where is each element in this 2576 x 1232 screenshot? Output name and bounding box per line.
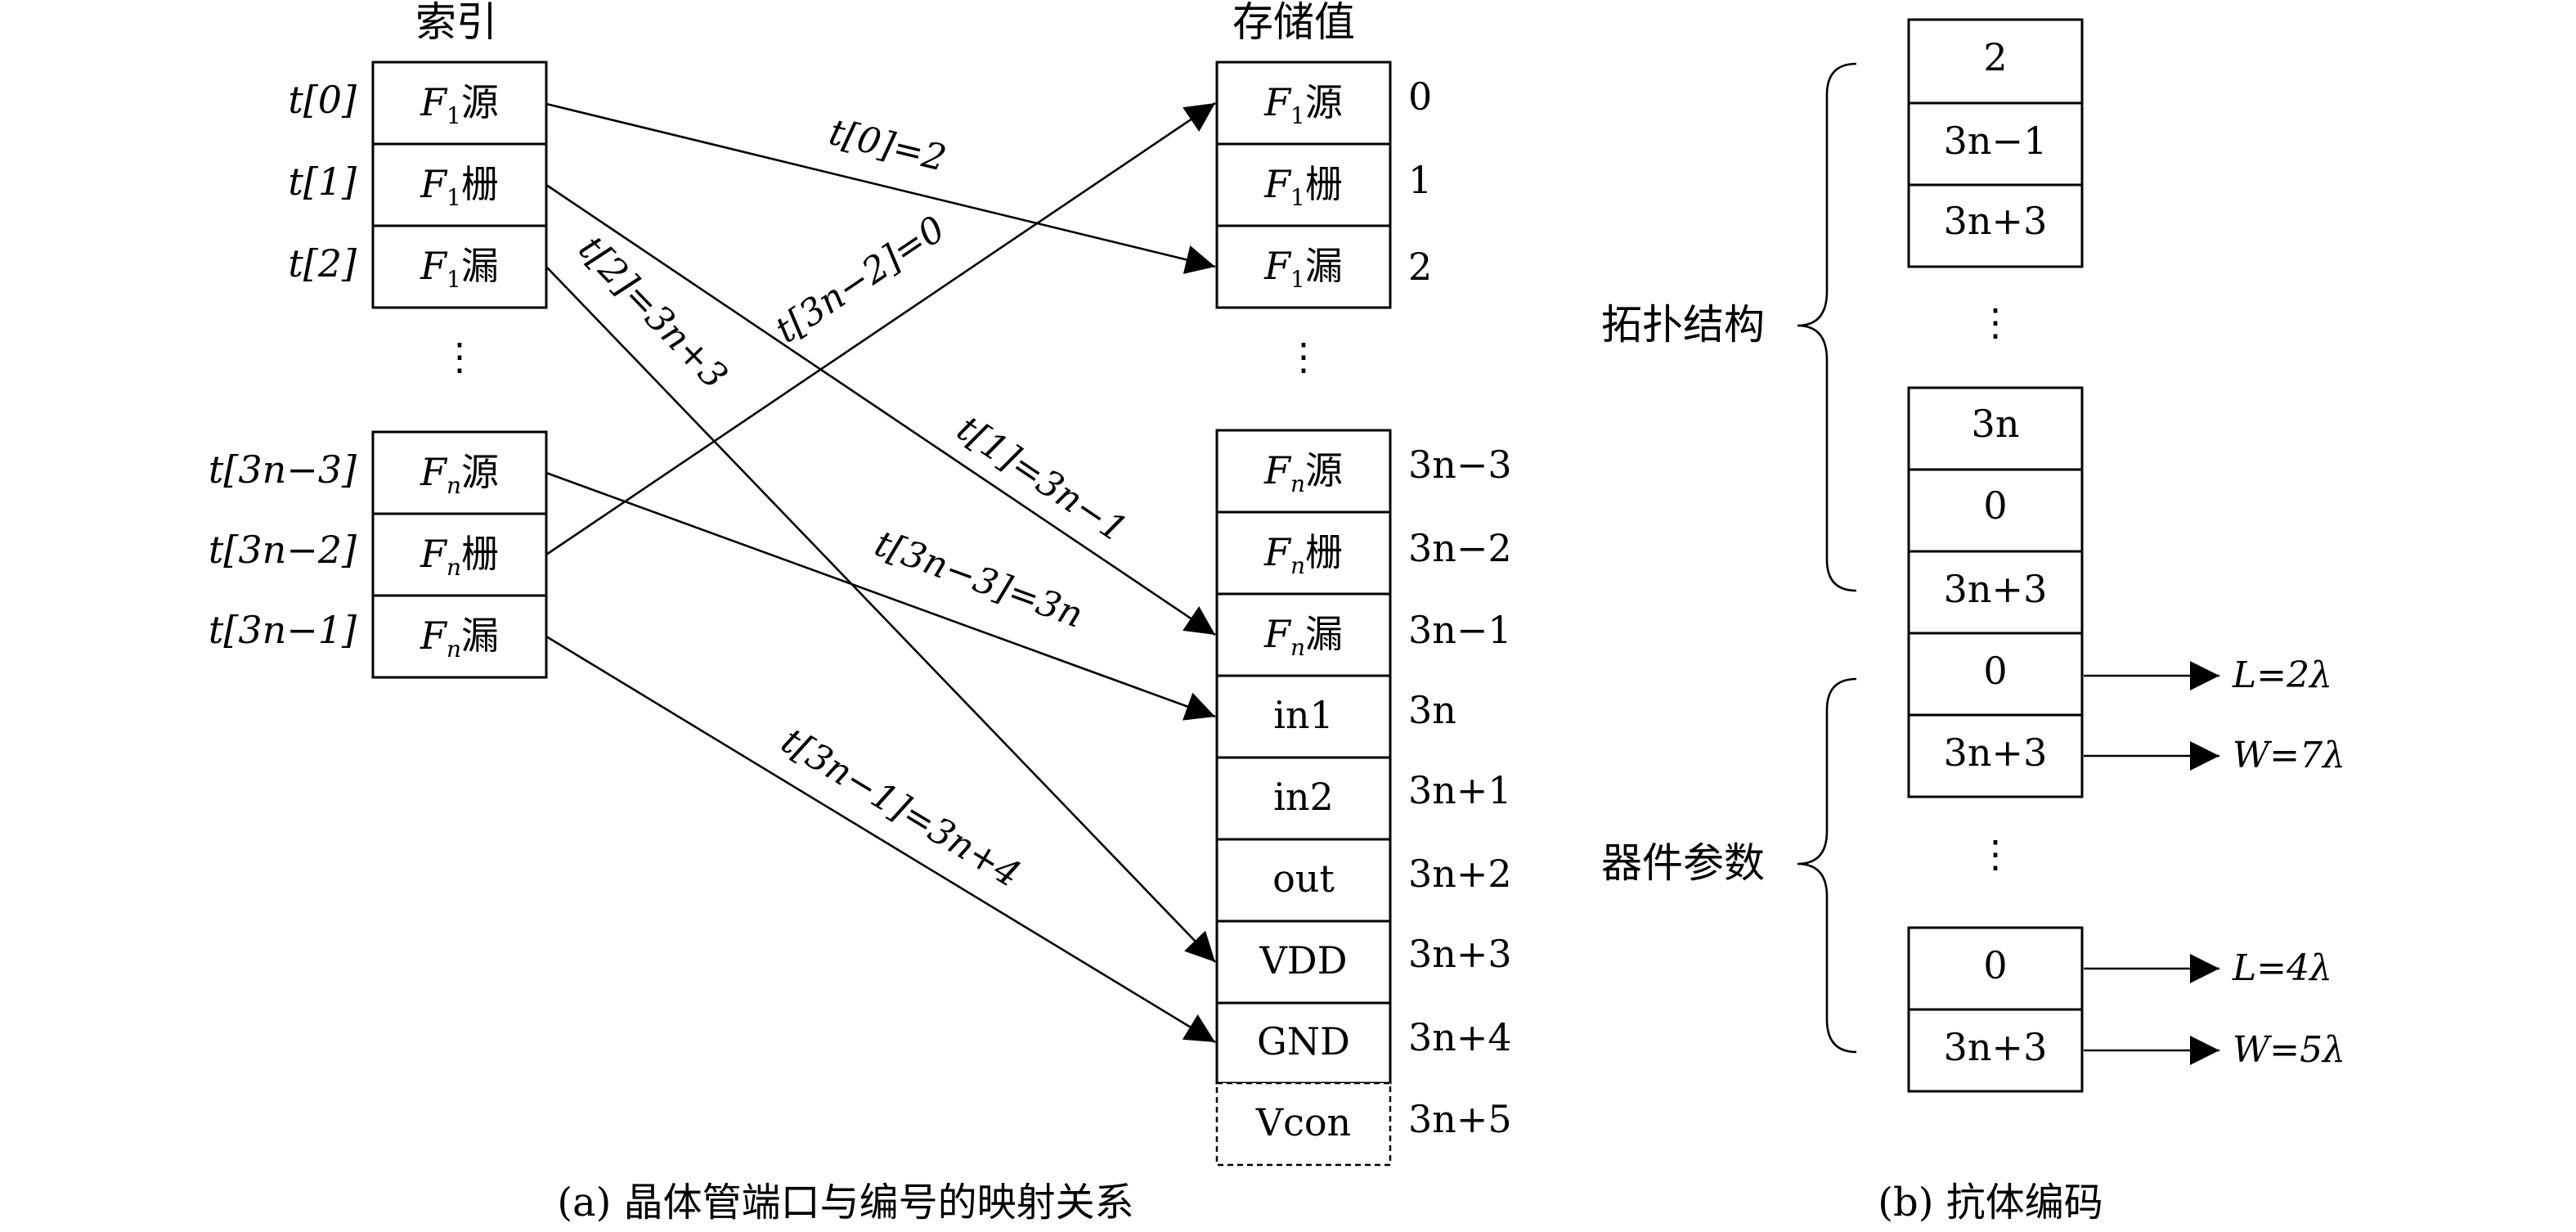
ellipsis: ⋮ (1977, 832, 2014, 876)
value-number: 3n+1 (1408, 768, 1512, 812)
param-arrow-label: W=5λ (2233, 1029, 2345, 1071)
cell-label: in1 (1273, 693, 1334, 737)
param-brace (1797, 679, 1856, 1052)
cell-label: out (1272, 857, 1335, 901)
value-numbers-bottom: 3n−3 3n−2 3n−1 3n 3n+1 3n+2 3n+3 3n+4 3n… (1408, 443, 1512, 1141)
ellipsis: ⋮ (1977, 300, 2014, 344)
ellipsis: ⋮ (1285, 335, 1322, 379)
index-label: t[3n−1] (209, 608, 357, 652)
mapping-label: t[1]=3n−1 (949, 407, 1134, 551)
mapping-arrow (546, 267, 1215, 962)
mapping-labels: t[0]=2 t[1]=3n−1 t[2]=3n+3 t[3n−3]=3n t[… (571, 111, 1135, 896)
index-label: t[3n−3] (209, 447, 357, 492)
cell-label: GND (1257, 1019, 1350, 1063)
value-header: 存储值 (1232, 0, 1355, 46)
panel-a: 索引 存储值 t[0] t[1] t[2] t[3n−3] t[3n−2] t[… (209, 0, 1512, 1225)
cell-label: in2 (1273, 775, 1334, 819)
value-number: 0 (1408, 74, 1432, 119)
mapping-arrow (546, 636, 1215, 1042)
value-number: 3n+3 (1408, 932, 1512, 976)
value-number: 3n+4 (1408, 1015, 1512, 1059)
param-arrow-label: L=2λ (2232, 654, 2332, 696)
mapping-label: t[3n−1]=3n+4 (774, 720, 1028, 896)
param-value: 0 (1983, 943, 2007, 987)
topology-value: 0 (1983, 483, 2007, 528)
index-label: t[0] (288, 78, 357, 122)
topology-brace (1797, 64, 1856, 591)
value-number: 3n+2 (1408, 852, 1512, 896)
value-number: 3n−2 (1408, 526, 1512, 570)
ellipsis: ⋮ (441, 335, 478, 379)
topology-value: 3n+3 (1944, 567, 2048, 611)
cell-label: Vcon (1255, 1100, 1351, 1144)
value-number: 3n−1 (1408, 608, 1512, 652)
param-label: 器件参数 (1601, 839, 1765, 887)
param-value: 0 (1983, 649, 2007, 693)
index-label: t[3n−2] (209, 528, 357, 572)
index-labels: t[0] t[1] t[2] t[3n−3] t[3n−2] t[3n−1] (209, 78, 357, 652)
param-arrow-label: W=7λ (2233, 735, 2345, 776)
cell-label: VDD (1259, 938, 1348, 982)
topology-label: 拓扑结构 (1601, 301, 1765, 348)
param-arrows (2084, 676, 2219, 1050)
value-number: 3n−3 (1408, 443, 1512, 487)
panel-b: 2 3n−1 3n+3 ⋮ 3n 0 3n+3 0 3n+3 ⋮ 0 3n+3 (1601, 20, 2345, 1225)
param-value: 3n+3 (1944, 731, 2048, 775)
mapping-label: t[3n−2]=0 (768, 208, 953, 351)
mapping-label: t[0]=2 (825, 111, 950, 180)
topology-value: 3n+3 (1944, 199, 2048, 243)
index-label: t[1] (288, 160, 357, 204)
topology-value: 3n−1 (1944, 119, 2048, 163)
value-number: 2 (1408, 245, 1432, 289)
caption-b: (b) 抗体编码 (1878, 1180, 2103, 1225)
index-header: 索引 (415, 0, 497, 46)
value-number: 1 (1408, 158, 1432, 202)
mapping-label: t[2]=3n+3 (571, 227, 736, 397)
param-arrow-label: L=4λ (2232, 947, 2332, 989)
topology-value: 3n (1972, 402, 2020, 446)
param-value: 3n+3 (1944, 1025, 2048, 1069)
value-number: 3n (1408, 688, 1456, 732)
caption-a: (a) 晶体管端口与编号的映射关系 (557, 1180, 1133, 1225)
value-number: 3n+5 (1408, 1097, 1512, 1141)
index-label: t[2] (288, 241, 357, 286)
mapping-label: t[3n−3]=3n (869, 523, 1088, 636)
topology-value: 2 (1983, 35, 2007, 79)
